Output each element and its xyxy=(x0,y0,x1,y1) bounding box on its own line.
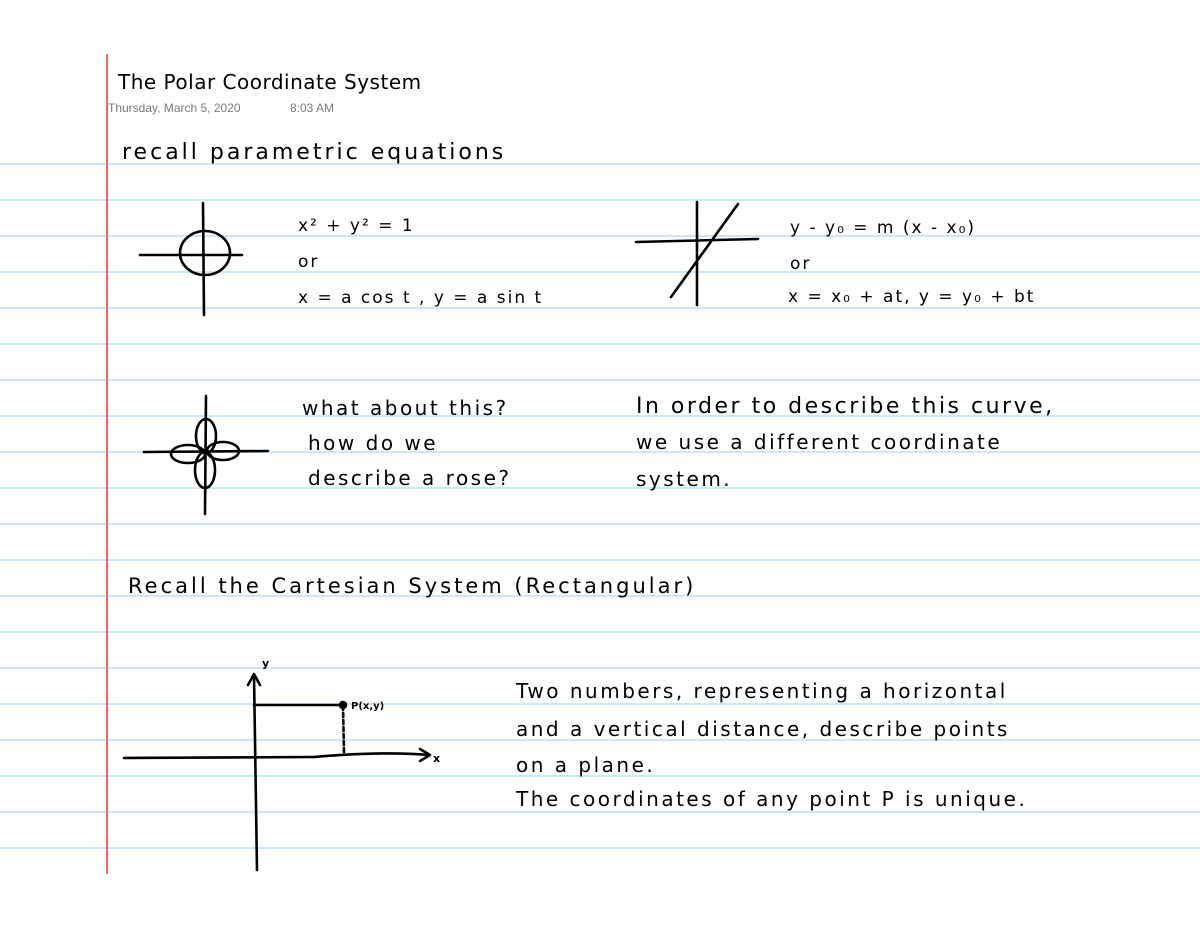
cartesian-note-line-4: The coordinates of any point P is unique… xyxy=(516,787,1028,811)
line-parametric: x = x₀ + at, y = y₀ + bt xyxy=(788,287,1036,307)
explanation-line-2: we use a different coordinate xyxy=(636,430,1003,454)
line-equation: y - y₀ = m (x - x₀) xyxy=(790,218,977,238)
rule-line xyxy=(0,307,1200,309)
x-axis-label: x xyxy=(433,752,440,765)
section-heading-cartesian: Recall the Cartesian System (Rectangular… xyxy=(128,574,697,598)
rule-line xyxy=(0,847,1200,849)
circle-parametric: x = a cos t , y = a sin t xyxy=(298,288,544,308)
section-heading-parametric: recall parametric equations xyxy=(122,140,507,165)
rule-line xyxy=(0,379,1200,381)
rule-line xyxy=(0,415,1200,417)
line-on-axes-sketch-icon xyxy=(634,200,760,307)
y-axis-label: y xyxy=(262,657,269,670)
cartesian-note-line-2: and a vertical distance, describe points xyxy=(516,717,1010,741)
or-text: or xyxy=(298,252,320,272)
cartesian-note-line-1: Two numbers, representing a horizontal xyxy=(516,679,1008,703)
cartesian-axes-sketch-icon: y x P(x,y) xyxy=(122,657,440,872)
cartesian-note-line-3: on a plane. xyxy=(516,753,656,777)
explanation-line-3: system. xyxy=(636,467,733,491)
page-time: 8:03 AM xyxy=(290,101,335,115)
circle-equation: x² + y² = 1 xyxy=(298,216,415,236)
rule-line xyxy=(0,523,1200,525)
or-text: or xyxy=(790,254,812,274)
rule-line xyxy=(0,775,1200,777)
rule-line xyxy=(0,451,1200,453)
rule-line xyxy=(0,595,1200,597)
rose-question-line-1: what about this? xyxy=(302,396,509,420)
rose-question-line-3: describe a rose? xyxy=(308,466,512,490)
rose-question-line-2: how do we xyxy=(308,431,439,455)
circle-on-axes-sketch-icon xyxy=(138,201,244,317)
rule-line xyxy=(0,739,1200,741)
four-petal-rose-sketch-icon xyxy=(142,394,270,516)
margin-line xyxy=(106,54,108,874)
rule-line xyxy=(0,163,1200,165)
rule-line xyxy=(0,559,1200,561)
rule-line xyxy=(0,811,1200,813)
rule-line xyxy=(0,199,1200,201)
explanation-line-1: In order to describe this curve, xyxy=(636,394,1055,419)
rule-line xyxy=(0,487,1200,489)
rule-line xyxy=(0,631,1200,633)
rule-line xyxy=(0,271,1200,273)
rule-line xyxy=(0,343,1200,345)
rule-line xyxy=(0,235,1200,237)
page-title[interactable]: The Polar Coordinate System xyxy=(118,70,422,94)
page-date: Thursday, March 5, 2020 xyxy=(108,101,241,115)
rule-line xyxy=(0,703,1200,705)
rule-line xyxy=(0,667,1200,669)
point-label: P(x,y) xyxy=(351,701,384,712)
